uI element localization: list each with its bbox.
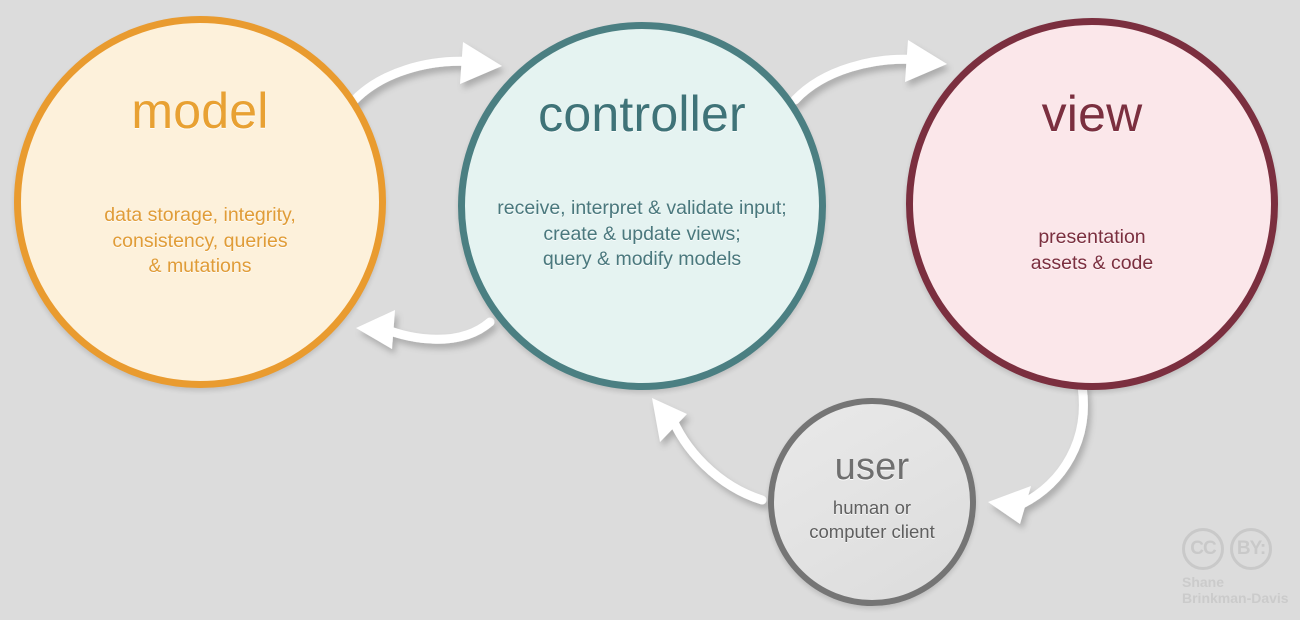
author-name-line1: Shane [1182,574,1225,590]
arrow-controller-to-view [790,40,947,105]
arrow-model-to-controller [345,42,502,110]
node-model-description-line: consistency, queries [112,229,288,252]
node-user[interactable]: user human or computer client [768,398,976,606]
node-view[interactable]: view presentation assets & code [906,18,1278,390]
creative-commons-badge: CC BY: Shane Brinkman-Davis [1182,528,1289,607]
node-user-description-line: computer client [809,521,935,543]
node-controller-description-line: receive, interpret & validate input; [497,197,787,219]
author-name-line2: Brinkman-Davis [1182,590,1289,607]
node-model-description: data storage, integrity, consistency, qu… [104,203,296,280]
attribution-by-icon: BY: [1230,528,1272,570]
author-attribution: Shane Brinkman-Davis [1182,574,1289,607]
node-model-description-line: data storage, integrity, [104,204,296,226]
node-view-description-line: presentation [1038,226,1146,248]
node-controller-description-line: create & update views; [543,222,741,245]
creative-commons-icon: CC [1182,528,1224,570]
node-model-description-line: & mutations [148,255,252,278]
cc-marks: CC BY: [1182,528,1282,570]
node-view-title: view [1041,86,1143,142]
node-controller-description: receive, interpret & validate input; cre… [497,196,786,273]
node-user-description-line: human or [832,497,912,518]
node-view-description: presentation assets & code [1031,225,1153,276]
node-user-title: user [834,446,910,488]
node-controller-title: controller [538,86,746,142]
node-model-title: model [131,83,269,139]
node-user-description: human or computer client [809,496,934,545]
node-controller[interactable]: controller receive, interpret & validate… [458,22,826,390]
node-controller-description-line: query & modify models [542,248,742,271]
arrow-user-to-controller [652,398,767,505]
node-view-description-line: assets & code [1030,251,1154,274]
node-model[interactable]: model data storage, integrity, consisten… [14,16,386,388]
arrow-controller-to-model [356,310,495,349]
arrow-view-to-user [988,381,1088,524]
